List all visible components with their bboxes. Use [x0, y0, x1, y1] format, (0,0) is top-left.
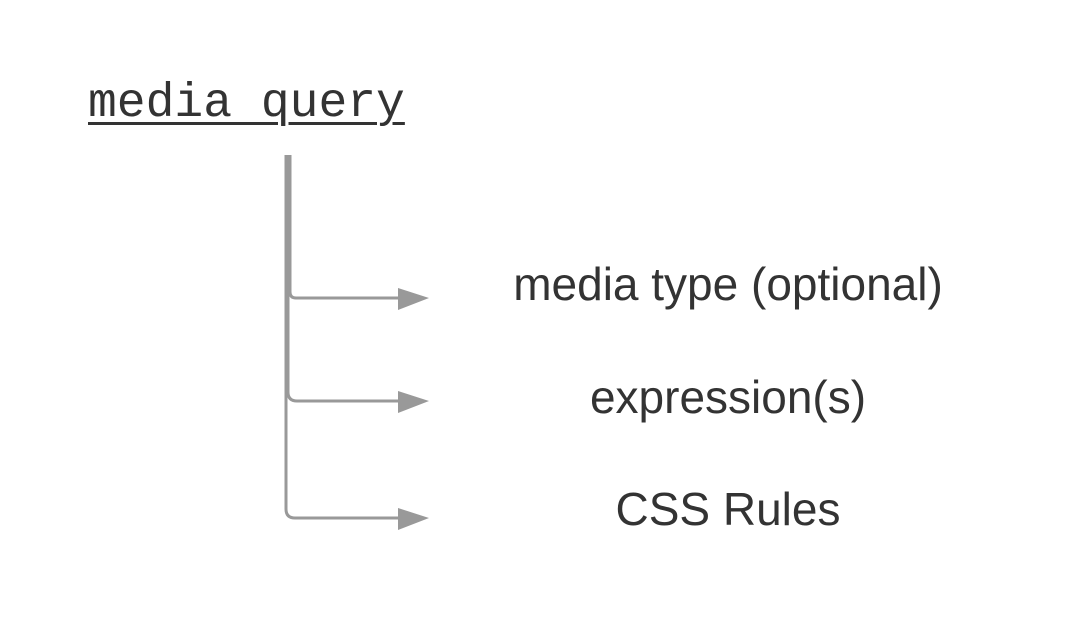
- connector-media-type: [288, 155, 400, 300]
- root-node-label: media query: [88, 77, 405, 131]
- connector-expressions: [286, 155, 400, 403]
- child-node-expressions: expression(s): [589, 371, 867, 423]
- child-node-media-type: media type (optional): [513, 258, 943, 310]
- child-node-css-rules: CSS Rules: [615, 483, 841, 535]
- arrowhead-expressions: [398, 391, 429, 413]
- arrowhead-media-type: [398, 288, 429, 310]
- connector-css-rules: [284, 155, 400, 520]
- arrowhead-css-rules: [398, 508, 429, 530]
